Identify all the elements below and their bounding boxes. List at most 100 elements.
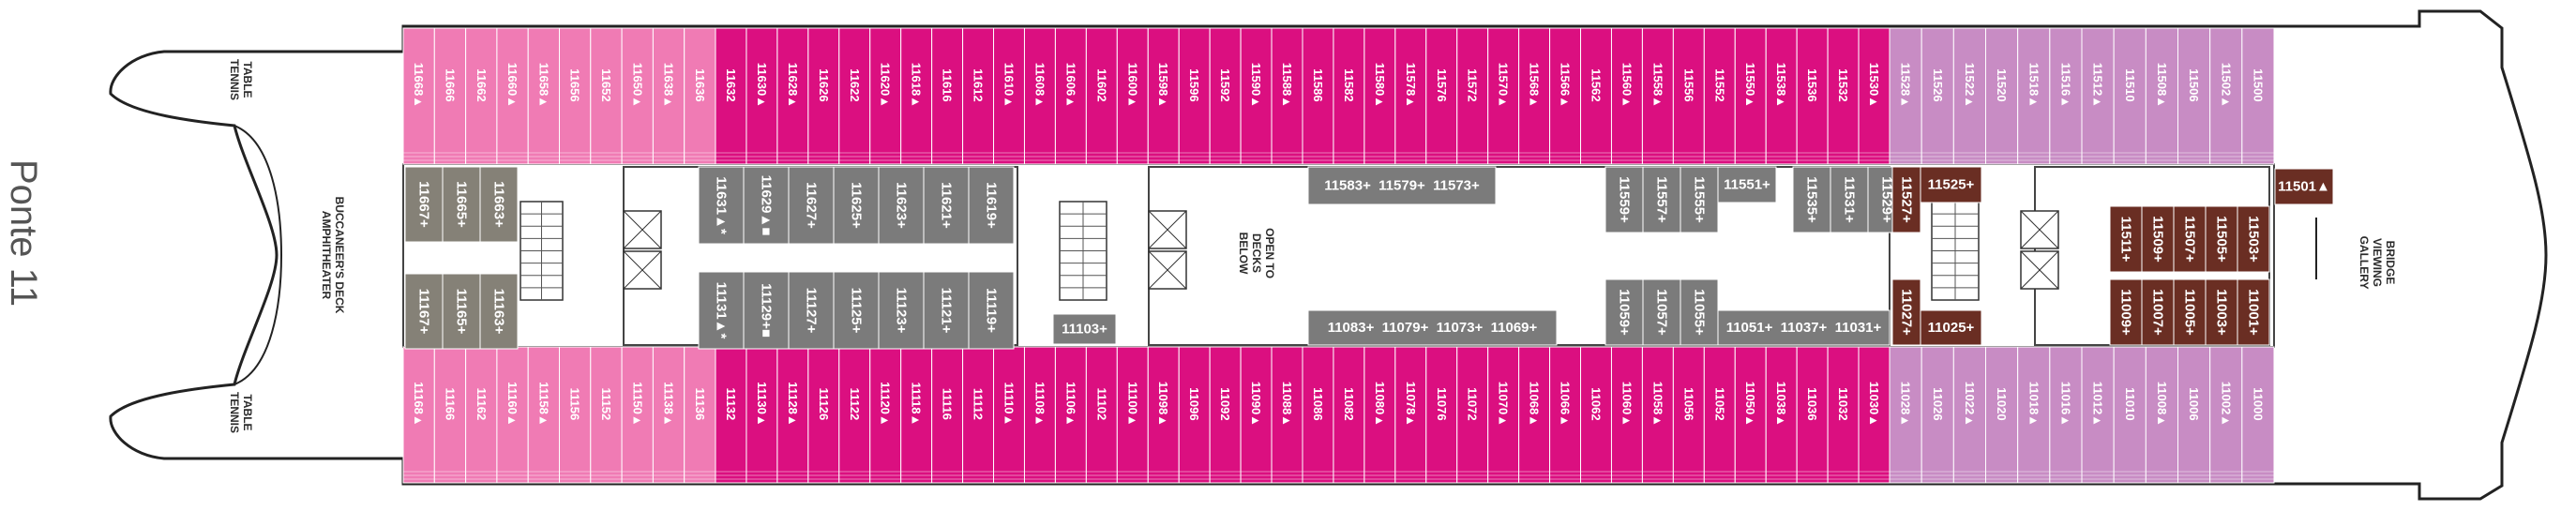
bottom-row-cabin[interactable]: 11022▲ [1952,346,1986,484]
top-row-cabin[interactable]: 11602 [1085,27,1118,165]
top-row-cabin[interactable]: 11582 [1333,27,1365,165]
top-row-cabin[interactable]: 11606▲ [1054,27,1087,165]
top-row-cabin[interactable]: 11508▲ [2145,27,2178,165]
top-row-cabin[interactable]: 11502▲ [2209,27,2243,165]
aft-inside-cabin[interactable]: 11165+ [442,273,481,350]
bottom-row-cabin[interactable]: 11032 [1827,346,1860,484]
bottom-row-cabin[interactable]: 11056 [1672,346,1705,484]
top-row-cabin[interactable]: 11536 [1796,27,1829,165]
top-row-cabin[interactable]: 11578▲ [1394,27,1427,165]
top-row-cabin[interactable]: 11608▲ [1023,27,1056,165]
suite-cabin[interactable]: 11005+ [2173,278,2207,346]
top-row-cabin[interactable]: 11556 [1672,27,1705,165]
top-row-cabin[interactable]: 11568▲ [1518,27,1551,165]
bottom-row-cabin[interactable]: 11066▲ [1549,346,1582,484]
inside-cabin[interactable]: 11127+ [788,271,835,350]
bottom-row-cabin[interactable]: 11026 [1921,346,1954,484]
inside-cabin[interactable]: 11129+■ [743,271,790,350]
aft-inside-cabin[interactable]: 11663+ [479,166,519,243]
bottom-row-cabin[interactable]: 11156 [559,346,592,484]
bottom-row-cabin[interactable]: 11058▲ [1641,346,1674,484]
top-row-cabin[interactable]: 11552 [1703,27,1736,165]
bottom-row-cabin[interactable]: 11038▲ [1765,346,1798,484]
bottom-row-cabin[interactable]: 11150▲ [621,346,654,484]
top-row-cabin[interactable]: 11668▲ [402,27,435,165]
bottom-row-cabin[interactable]: 11166 [433,346,467,484]
inside-cabin[interactable]: 11055+ [1680,278,1719,346]
inside-cabin[interactable]: 11131▲* [698,271,745,350]
bottom-row-cabin[interactable]: 11076 [1425,346,1458,484]
top-row-cabin[interactable]: 11660▲ [496,27,529,165]
top-row-cabin[interactable]: 11500 [2241,27,2275,165]
top-row-cabin[interactable]: 11570▲ [1487,27,1520,165]
top-row-cabin[interactable]: 11580▲ [1363,27,1396,165]
bottom-row-cabin[interactable]: 11028▲ [1889,346,1922,484]
suite-cabin[interactable]: 11027+ [1891,278,1921,346]
suite-cabin[interactable]: 11527+ [1891,166,1921,233]
top-row-cabin[interactable]: 11506 [2177,27,2211,165]
bottom-row-cabin[interactable]: 11090▲ [1240,346,1273,484]
bottom-row-cabin[interactable]: 11168▲ [402,346,435,484]
top-row-cabin[interactable]: 11510 [2113,27,2147,165]
bottom-row-cabin[interactable]: 11096 [1178,346,1211,484]
bottom-row-cabin[interactable]: 11082 [1333,346,1365,484]
inside-cabin[interactable]: 11631▲* [698,166,745,245]
top-row-cabin[interactable]: 11656 [559,27,592,165]
top-row-cabin[interactable]: 11528▲ [1889,27,1922,165]
inside-cabin[interactable]: 11551+ [1717,166,1777,203]
suite-cabin[interactable]: 11505+ [2205,205,2238,273]
top-row-cabin[interactable]: 11666 [433,27,467,165]
bottom-row-cabin[interactable]: 11012▲ [2081,346,2115,484]
top-row-cabin[interactable]: 11638▲ [652,27,685,165]
bottom-row-cabin[interactable]: 11100▲ [1116,346,1149,484]
bottom-row-cabin[interactable]: 11136 [684,346,716,484]
bottom-row-cabin[interactable]: 11050▲ [1734,346,1767,484]
inside-cabin[interactable]: 11559+ [1604,166,1644,233]
bottom-row-cabin[interactable]: 11078▲ [1394,346,1427,484]
top-row-cabin[interactable]: 11630▲ [746,27,778,165]
inside-cabin[interactable]: 11535+ [1792,166,1831,233]
bottom-row-cabin[interactable]: 11132 [715,346,747,484]
bottom-row-cabin[interactable]: 11120▲ [869,346,902,484]
bottom-row-cabin[interactable]: 11036 [1796,346,1829,484]
inside-cabin[interactable]: 11121+ [923,271,970,350]
top-row-cabin[interactable]: 11576 [1425,27,1458,165]
top-row-cabin[interactable]: 11596 [1178,27,1211,165]
top-row-cabin[interactable]: 11522▲ [1952,27,1986,165]
top-row-cabin[interactable]: 11650▲ [621,27,654,165]
bottom-row-cabin[interactable]: 11072 [1456,346,1489,484]
bottom-row-cabin[interactable]: 11030▲ [1858,346,1891,484]
top-row-cabin[interactable]: 11616 [931,27,964,165]
inside-cabin[interactable]: 11125+ [833,271,880,350]
top-row-cabin[interactable]: 11612 [962,27,995,165]
top-row-cabin[interactable]: 11620▲ [869,27,902,165]
inside-cabin[interactable]: 11123+ [878,271,925,350]
bottom-row-cabin[interactable]: 11108▲ [1023,346,1056,484]
bottom-row-cabin[interactable]: 11158▲ [527,346,561,484]
bottom-row-cabin[interactable]: 11006 [2177,346,2211,484]
bottom-row-cabin[interactable]: 11092 [1209,346,1242,484]
inside-cabin[interactable]: 11619+ [968,166,1015,245]
inside-cabin[interactable]: 11555+ [1680,166,1719,233]
top-row-cabin[interactable]: 11592 [1209,27,1242,165]
bottom-row-cabin[interactable]: 11106▲ [1054,346,1087,484]
inside-cabin[interactable]: 11057+ [1642,278,1681,346]
top-row-cabin[interactable]: 11590▲ [1240,27,1273,165]
top-row-cabin[interactable]: 11538▲ [1765,27,1798,165]
suite-cabin[interactable]: 11525+ [1920,166,1982,203]
bottom-row-cabin[interactable]: 11098▲ [1147,346,1180,484]
bottom-row-cabin[interactable]: 11118▲ [900,346,933,484]
bottom-row-cabin[interactable]: 11116 [931,346,964,484]
bottom-row-cabin[interactable]: 11070▲ [1487,346,1520,484]
bottom-row-cabin[interactable]: 11110▲ [993,346,1025,484]
bottom-row-cabin[interactable]: 11112 [962,346,995,484]
bottom-row-cabin[interactable]: 11086 [1302,346,1334,484]
top-row-cabin[interactable]: 11598▲ [1147,27,1180,165]
top-row-cabin[interactable]: 11600▲ [1116,27,1149,165]
bottom-row-cabin[interactable]: 11080▲ [1363,346,1396,484]
bottom-row-cabin[interactable]: 11008▲ [2145,346,2178,484]
aft-inside-cabin[interactable]: 11167+ [404,273,444,350]
inside-cabin[interactable]: 11119+ [968,271,1015,350]
bottom-row-cabin[interactable]: 11002▲ [2209,346,2243,484]
aft-inside-cabin[interactable]: 11665+ [442,166,481,243]
